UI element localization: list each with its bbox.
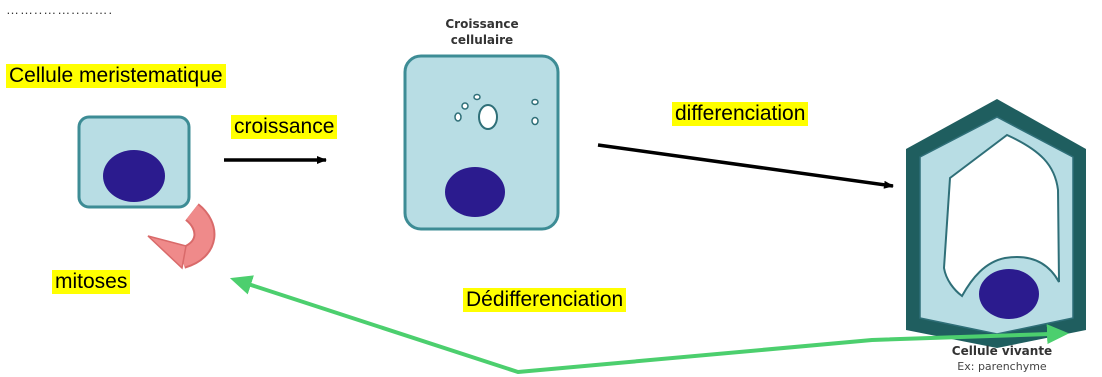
mitosis-arrow (147, 203, 216, 270)
label-differentiation: differenciation (672, 102, 809, 126)
growing-cell (403, 54, 560, 231)
caption-living-cell-example: Ex: parenchyme (957, 360, 1047, 373)
meristematic-cell-nucleus (103, 150, 165, 202)
vacuole-small-2 (454, 112, 462, 122)
dedifferentiation-arrow (229, 275, 1069, 374)
caption-cell-growth-line2: cellulaire (450, 33, 514, 47)
label-growth: croissance (231, 115, 338, 139)
caption-cell-growth-line1: Croissance (445, 17, 519, 31)
label-dedifferentiation: Dédifferenciation (463, 288, 627, 312)
label-meristematic-cell: Cellule meristematique (6, 64, 226, 88)
living-cell-nucleus (979, 269, 1039, 319)
vacuole-small-5 (531, 116, 539, 126)
growing-cell-body (403, 54, 560, 231)
vacuole-small-3 (473, 93, 481, 101)
growing-cell-nucleus (445, 167, 505, 217)
top-left-dotted-text: ……..……..……. (6, 2, 114, 17)
vacuole-small-4 (531, 98, 539, 106)
label-mitoses: mitoses (52, 270, 131, 294)
meristematic-cell (77, 115, 191, 209)
living-cell (906, 99, 1086, 348)
vacuole-small-1 (461, 102, 469, 110)
caption-living-cell: Cellule vivante (951, 344, 1053, 358)
differentiation-arrow (597, 143, 894, 189)
vacuole-main (478, 104, 498, 130)
